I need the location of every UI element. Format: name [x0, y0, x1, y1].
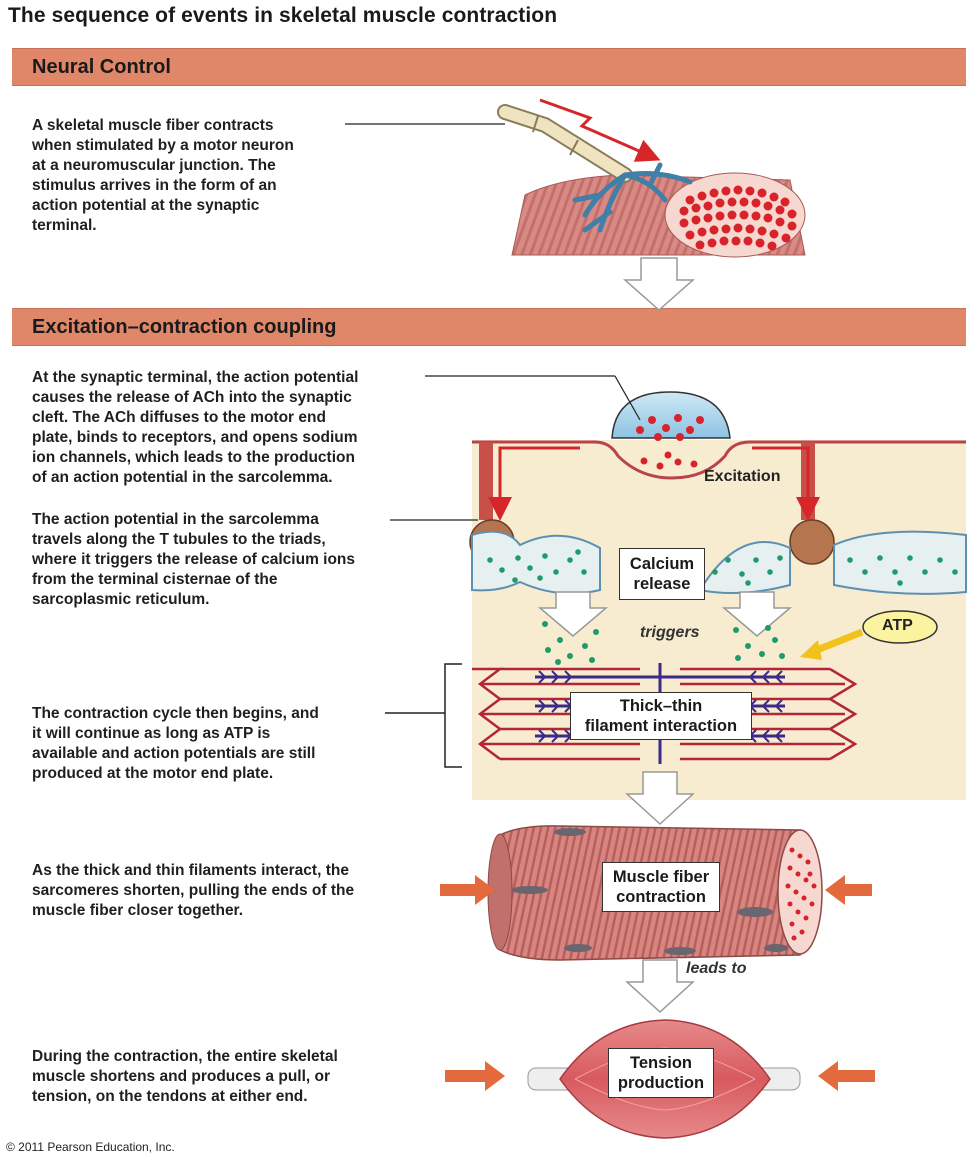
sarcomere-shorten-description: As the thick and thin filaments interact…: [32, 862, 355, 919]
tension-description: During the contraction, the entire skele…: [32, 1048, 338, 1105]
compression-arrows-muscle: [445, 1061, 875, 1091]
calcium-ions-stored: [487, 549, 958, 586]
synaptic-terminal: [611, 391, 731, 470]
calcium-release-arrow-right: [721, 591, 793, 637]
ach-in-cleft: [640, 451, 698, 470]
myofibril-dots: [679, 185, 797, 251]
leads-to-label: leads to: [686, 960, 747, 977]
thick-thin-label: Thick–thin filament interaction: [570, 692, 752, 740]
triggers-label: triggers: [640, 624, 700, 641]
atp-arrow: [800, 628, 864, 660]
contraction-cycle-description: The contraction cycle then begins, and i…: [32, 705, 319, 782]
calcium-release-label: Calcium release: [619, 548, 705, 600]
myosin-heads: [538, 670, 783, 743]
bracket-contraction-cycle: [385, 663, 462, 768]
section-header-excitation-contraction: Excitation–contraction coupling: [12, 308, 966, 346]
atp-label: ATP: [882, 617, 913, 634]
t-tubule-description: The action potential in the sarcolemma t…: [32, 511, 356, 608]
sarcolemma: [472, 440, 966, 480]
copyright: © 2011 Pearson Education, Inc.: [6, 1140, 175, 1154]
page-title: The sequence of events in skeletal muscl…: [8, 4, 558, 27]
t-tubule-right: [752, 442, 835, 565]
sarcomere-filaments: [472, 667, 858, 761]
section-header-neural-control: Neural Control: [12, 48, 966, 86]
calcium-release-arrow-left: [537, 591, 609, 637]
sarcoplasmic-reticulum: [471, 530, 967, 595]
compression-arrows-fiber: [440, 875, 872, 905]
excitation-label: Excitation: [704, 468, 781, 485]
flow-arrow-1: [623, 257, 695, 312]
flow-arrow-3: [625, 959, 695, 1014]
synaptic-terminal-branches: [572, 162, 693, 233]
tension-production-label: Tension production: [608, 1048, 714, 1098]
action-potential-arrow: [539, 98, 661, 162]
atp-badge: [862, 610, 938, 644]
ach-release-description: At the synaptic terminal, the action pot…: [32, 369, 359, 486]
flow-arrow-2: [625, 771, 695, 826]
calcium-ions-released: [542, 621, 785, 665]
neural-control-description: A skeletal muscle fiber contracts when s…: [32, 117, 294, 234]
motor-neuron-axon: [497, 104, 633, 183]
muscle-fiber-contraction-label: Muscle fiber contraction: [602, 862, 720, 912]
